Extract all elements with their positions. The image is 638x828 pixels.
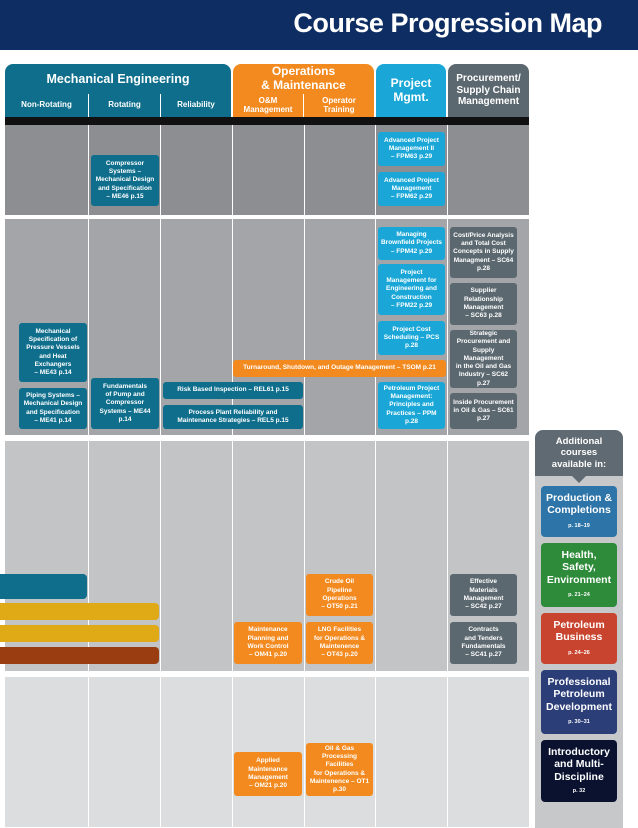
course-ppm[interactable]: Petroleum Project Management: Principles… (378, 382, 445, 429)
course-om21[interactable]: Applied Maintenance Management – OM21 p.… (234, 752, 302, 796)
header-project-management: Project Mgmt. (376, 64, 446, 117)
sidebar-item-health-safety-environment[interactable]: Health, Safety, Environment p. 21–24 (541, 543, 617, 607)
sidebar-item-label: Petroleum Business (553, 619, 605, 644)
discipline-bar-brown (0, 647, 159, 664)
column-divider (160, 125, 161, 828)
additional-courses-title: Additional courses available in: (551, 435, 607, 470)
course-tsom[interactable]: Turnaround, Shutdown, and Outage Managem… (233, 360, 446, 377)
sidebar-item-page: p. 32 (572, 788, 586, 794)
page-title: Course Progression Map (293, 8, 602, 38)
sidebar-item-page: p. 18–19 (568, 523, 590, 529)
sidebar-item-petroleum-business[interactable]: Petroleum Business p. 24–26 (541, 613, 617, 664)
header-operations-maintenance: Operations & Maintenance (233, 64, 374, 94)
course-rel61[interactable]: Risk Based Inspection – REL61 p.15 (163, 382, 303, 399)
course-sc41[interactable]: Contracts and Tenders Fundamentals – SC4… (450, 622, 517, 664)
sidebar-item-label: Professional Petroleum Development (546, 676, 612, 713)
course-fpm42[interactable]: Managing Brownfield Projects – FPM42 p.2… (378, 227, 445, 260)
subheader-operator-training: Operator Training (304, 94, 374, 117)
course-me41[interactable]: Piping Systems – Mechanical Design and S… (19, 388, 87, 429)
course-fpm62[interactable]: Advanced Project Management – FPM62 p.29 (378, 172, 445, 206)
sidebar-item-production-completions[interactable]: Production & Completions p. 18–19 (541, 486, 617, 537)
sidebar-item-label: Health, Safety, Environment (546, 549, 612, 586)
course-me44[interactable]: Fundamentals of Pump and Compressor Syst… (91, 378, 159, 429)
header-procurement-label: Procurement/ Supply Chain Management (456, 73, 521, 108)
sidebar-item-label: Introductory and Multi- Discipline (548, 746, 610, 783)
sidebar-item-label: Production & Completions (546, 492, 612, 517)
header-project-label: Project Mgmt. (390, 75, 432, 104)
course-sc42[interactable]: Effective Materials Management – SC42 p.… (450, 574, 517, 616)
course-fpm63[interactable]: Advanced Project Management II – FPM63 p… (378, 132, 445, 166)
course-sc63[interactable]: Supplier Relationship Management – SC63 … (450, 283, 517, 325)
course-sc62[interactable]: Strategic Procurement and Supply Managem… (450, 330, 517, 388)
course-pcs[interactable]: Project Cost Scheduling – PCS p.28 (378, 321, 445, 355)
column-divider (304, 125, 305, 828)
course-rel5[interactable]: Process Plant Reliability and Maintenanc… (163, 405, 303, 429)
level-band-advanced (5, 125, 529, 215)
additional-courses-header: Additional courses available in: (535, 430, 623, 476)
course-me46[interactable]: Compressor Systems – Mechanical Design a… (91, 155, 159, 206)
sidebar-item-introductory-multi-discipline[interactable]: Introductory and Multi- Discipline p. 32 (541, 740, 617, 802)
subheader-om-management: O&M Management (233, 94, 303, 117)
discipline-bar-yellow (0, 603, 159, 620)
sidebar-item-page: p. 30–31 (568, 719, 590, 725)
sidebar-item-page: p. 21–24 (568, 592, 590, 598)
column-divider (375, 125, 376, 828)
header-divider (5, 117, 529, 125)
subheader-rotating: Rotating (89, 94, 160, 117)
sidebar-item-page: p. 24–26 (568, 650, 590, 656)
course-sc64[interactable]: Cost/Price Analysis and Total Cost Conce… (450, 227, 517, 278)
subheader-non-rotating: Non-Rotating (5, 94, 88, 117)
column-divider (232, 125, 233, 828)
header-operations-label: Operations & Maintenance (261, 64, 346, 92)
course-sc61[interactable]: Inside Procurement in Oil & Gas – SC61 p… (450, 393, 517, 429)
sidebar-item-professional-petroleum-development[interactable]: Professional Petroleum Development p. 30… (541, 670, 617, 734)
course-fpm22[interactable]: Project Management for Engineering and C… (378, 264, 445, 315)
course-me43[interactable]: Mechanical Specification of Pressure Ves… (19, 323, 87, 382)
header-mechanical-label: Mechanical Engineering (46, 71, 190, 86)
course-ot43[interactable]: LNG Facilities for Operations & Maintene… (306, 622, 373, 664)
course-om41[interactable]: Maintenance Planning and Work Control – … (234, 622, 302, 664)
pointer-triangle (572, 476, 586, 483)
header-procurement: Procurement/ Supply Chain Management (448, 64, 529, 117)
column-divider (447, 125, 448, 828)
header-mechanical-engineering: Mechanical Engineering (5, 64, 231, 94)
title-banner: Course Progression Map (0, 0, 638, 50)
column-divider (88, 125, 89, 828)
discipline-bar-yellow (0, 625, 159, 642)
subheader-reliability: Reliability (161, 94, 231, 117)
course-ot50[interactable]: Crude Oil Pipeline Operations – OT50 p.2… (306, 574, 373, 616)
course-ot1[interactable]: Oil & Gas Processing Facilities for Oper… (306, 743, 373, 796)
discipline-bar-teal (0, 574, 87, 599)
